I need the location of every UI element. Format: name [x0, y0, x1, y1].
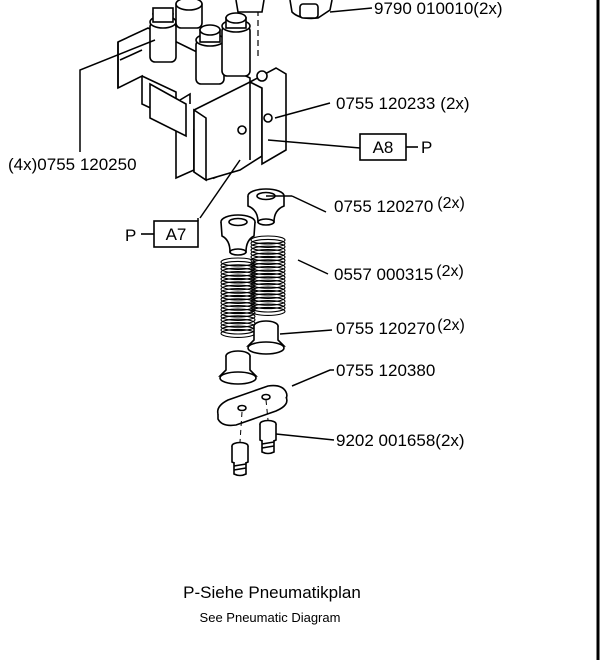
spring-coil	[250, 259, 286, 269]
note-sub: See Pneumatic Diagram	[200, 610, 341, 625]
bushing-lower-right	[246, 320, 286, 355]
part-number: 0557 000315	[334, 265, 433, 284]
spring-left	[220, 257, 256, 338]
connecting-plate	[216, 384, 288, 427]
part-number: 0755 120270	[334, 197, 433, 216]
part-qty: (2x)	[473, 0, 502, 18]
spring-coil	[250, 283, 286, 293]
spring-coil	[220, 267, 256, 277]
spring-coil	[220, 271, 256, 281]
spring-coil	[220, 301, 256, 311]
spring-coil	[250, 296, 286, 306]
spring-coil	[220, 281, 256, 291]
bushing-upper-left	[220, 214, 256, 256]
part-number: 0755 120250	[37, 155, 136, 174]
connector-a7-prefix: P	[125, 226, 136, 245]
spring-coil	[220, 288, 256, 298]
part-label-3: (4x)0755 120250	[8, 155, 137, 174]
spring-coil	[250, 266, 286, 276]
part-labels: 9790 010010(2x) 0755 120233(2x) (4x)0755…	[8, 0, 503, 450]
spring-coil	[220, 264, 256, 274]
spring-coil	[250, 300, 286, 310]
spring-coil	[220, 315, 256, 325]
push-in-fitting-4	[221, 12, 251, 77]
spring-coil	[250, 262, 286, 272]
part-label-5: 0557 000315(2x)	[334, 263, 464, 284]
leader-lines	[79, 7, 373, 441]
part-number: 9790 010010	[374, 0, 473, 18]
socket-head-screw-right	[259, 419, 277, 455]
part-label-6: 0755 120270(2x)	[336, 317, 465, 338]
spring-coil	[250, 252, 286, 262]
part-label-1: 9790 010010(2x)	[374, 0, 503, 18]
connector-a8: A8 P	[359, 133, 432, 161]
part-qty: (2x)	[435, 431, 464, 450]
spring-coil	[220, 294, 256, 304]
spring-coil	[220, 305, 256, 315]
spring-coil	[220, 274, 256, 284]
spring-coil	[250, 286, 286, 296]
spring-coil	[250, 279, 286, 289]
connector-a8-label: A8	[373, 138, 394, 157]
push-in-fitting-2	[175, 0, 203, 29]
part-label-2: 0755 120233 (2x)	[336, 94, 470, 113]
push-in-fitting-1	[149, 7, 177, 63]
spring-coil	[250, 276, 286, 286]
part-label-8: 9202 001658(2x)	[336, 431, 465, 450]
part-qty: (2x)	[440, 94, 469, 113]
connector-a7-label: A7	[166, 225, 187, 244]
part-number: 0755 120270	[336, 319, 435, 338]
spring-coil	[220, 257, 256, 267]
connector-a7: P A7	[125, 218, 199, 248]
part-qty: (2x)	[437, 317, 465, 334]
spring-coil	[250, 293, 286, 303]
part-qty: (2x)	[437, 195, 465, 212]
spring-coil	[250, 303, 286, 313]
part-label-4: 0755 120270(2x)	[334, 195, 465, 216]
part-label-7: 0755 120380	[336, 361, 435, 380]
spring-coil	[250, 306, 286, 316]
spring-coil	[250, 245, 286, 255]
spring-coil	[220, 311, 256, 321]
spring-coil	[250, 235, 286, 245]
spring-coil	[220, 284, 256, 294]
part-number: 9202 001658	[336, 431, 435, 450]
socket-head-screw-left	[231, 441, 249, 477]
spring-coil	[220, 291, 256, 301]
spring-coil	[250, 255, 286, 265]
spring-coil	[250, 249, 286, 259]
spring-coil	[220, 260, 256, 270]
note-main: P-Siehe Pneumatikplan	[183, 583, 361, 602]
part-qty: (4x)	[8, 155, 37, 174]
push-in-fitting-3	[195, 24, 225, 85]
spring-coil	[220, 298, 256, 308]
spring-coil	[250, 242, 286, 252]
spring-coil	[250, 238, 286, 248]
spring-coil	[220, 277, 256, 287]
spring-coil	[250, 272, 286, 282]
part-number: 0755 120233	[336, 94, 435, 113]
spring-right	[250, 235, 286, 316]
spring-coil	[220, 308, 256, 318]
connector-a8-suffix: P	[421, 138, 432, 157]
bushing-lower-left	[218, 350, 258, 385]
spring-coil	[250, 269, 286, 279]
valve-block-assembly	[117, 0, 333, 182]
part-qty: (2x)	[436, 263, 464, 280]
part-number: 0755 120380	[336, 361, 435, 380]
spring-coil	[250, 289, 286, 299]
